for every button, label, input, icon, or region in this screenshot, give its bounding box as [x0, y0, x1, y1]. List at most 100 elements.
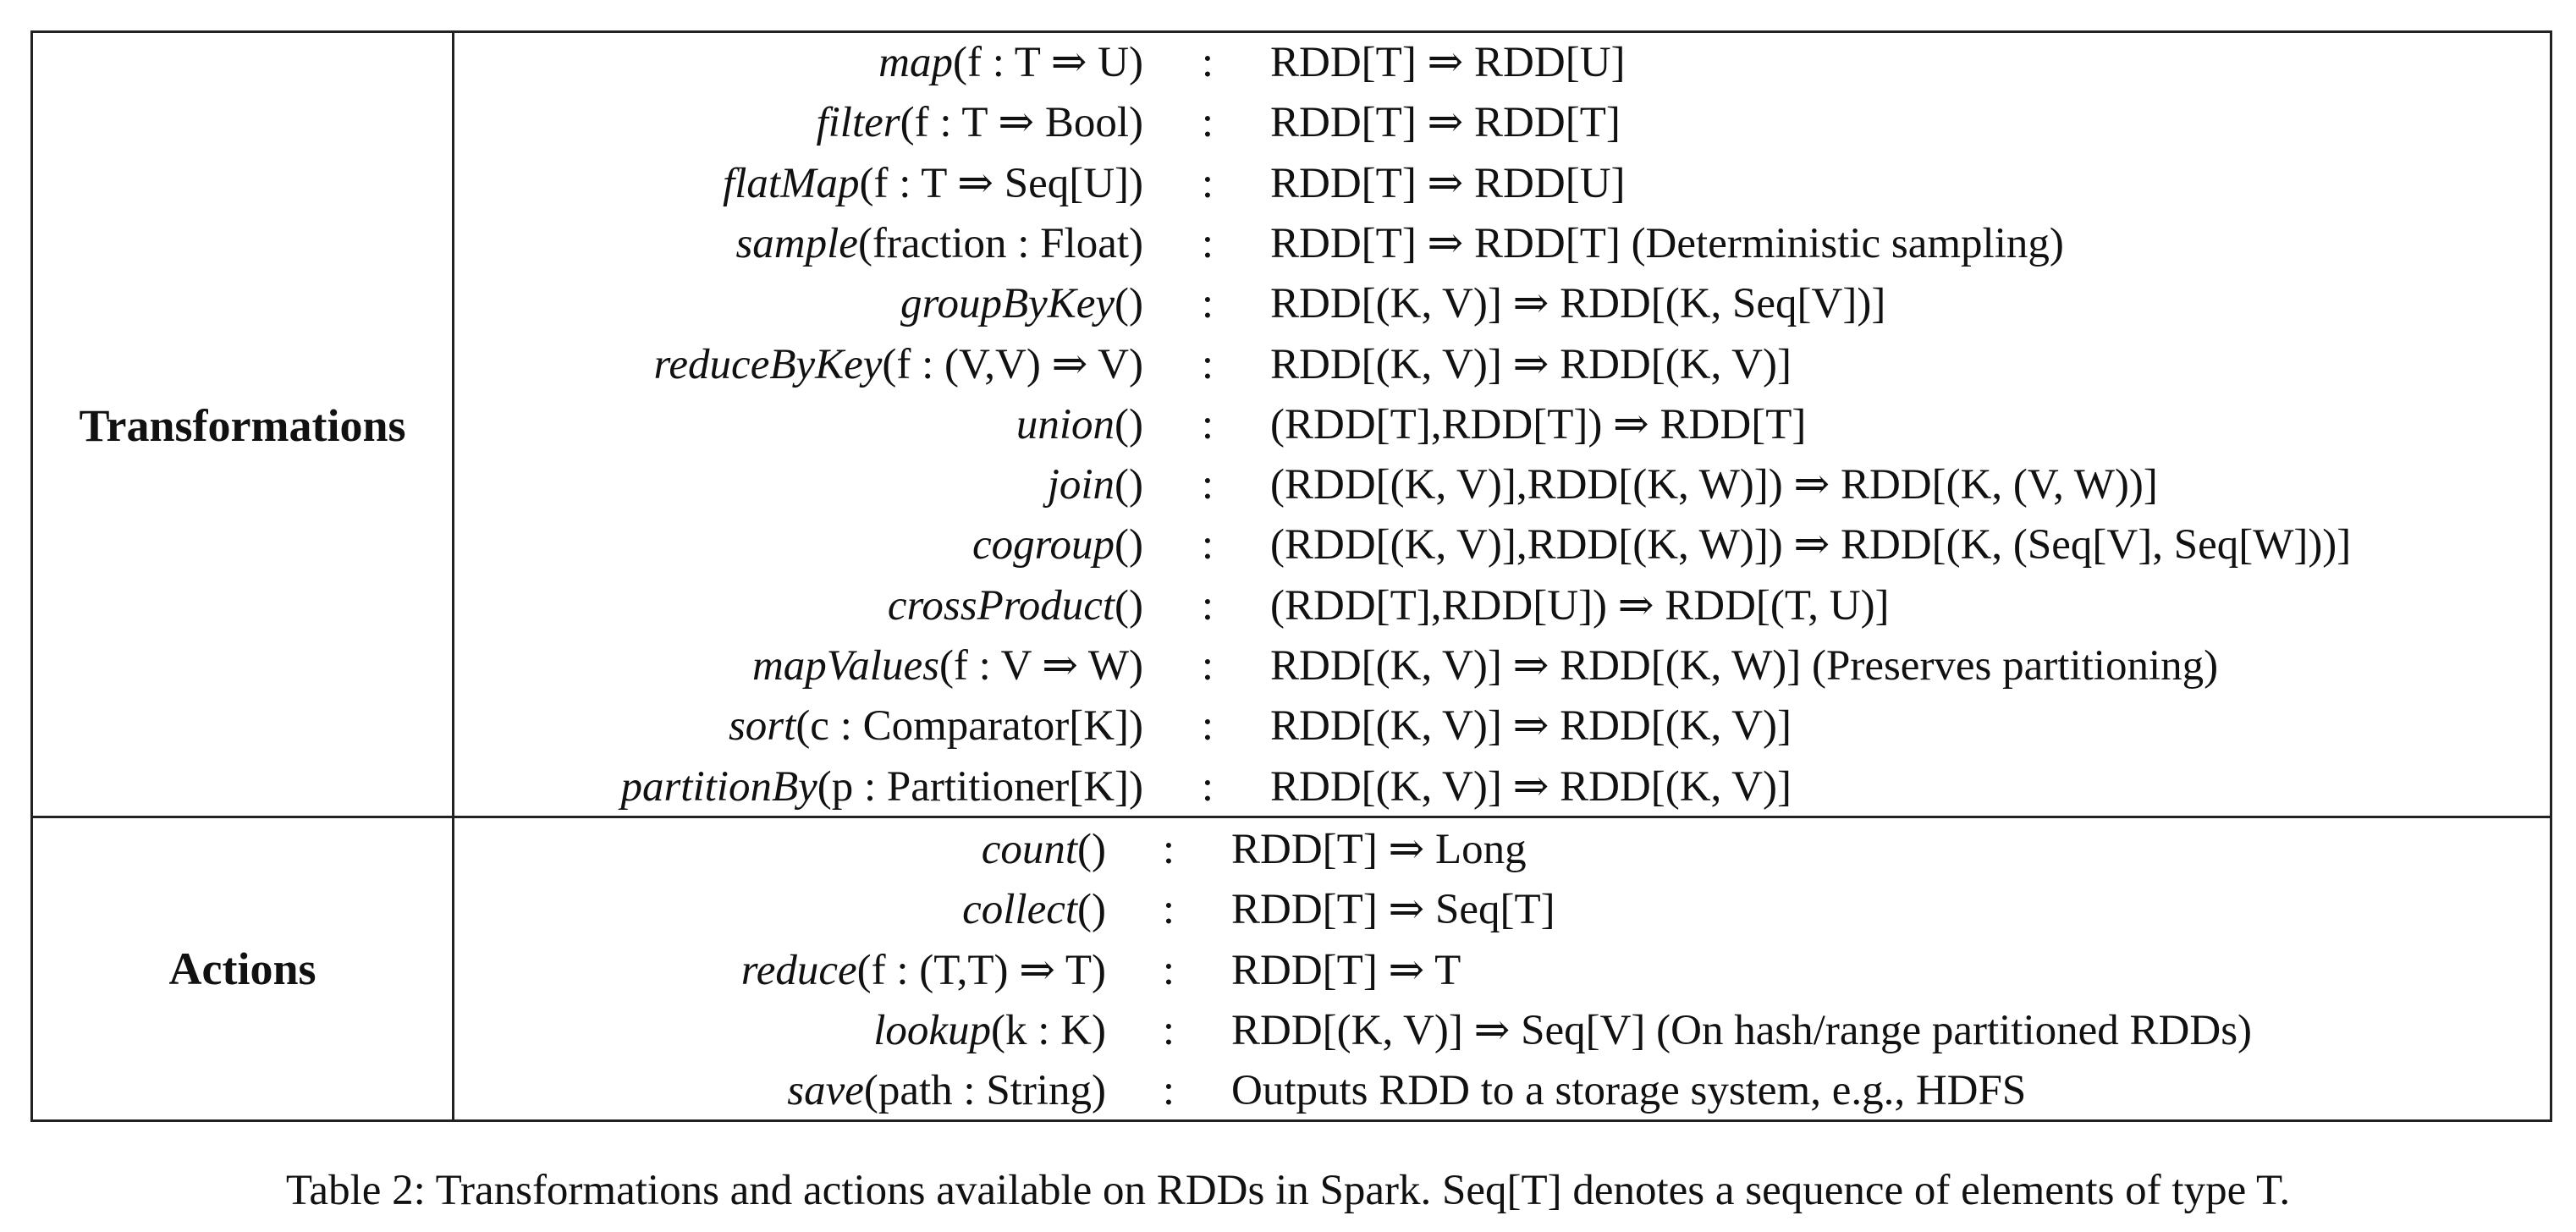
separator-colon: : [1201, 99, 1214, 147]
operation-name: join [1047, 461, 1115, 509]
table-row: join(): (RDD[(K, V)],RDD[(K, W)]) ⇒ RDD[(… [33, 455, 2550, 515]
transformations-section: Transformations map(f : T ⇒ U): RDD[T] ⇒ … [33, 33, 2550, 818]
operation-args: (path : String) [863, 1067, 1106, 1115]
operation-name: reduceByKey [653, 340, 883, 388]
separator-colon: : [1201, 702, 1214, 751]
type-signature: RDD[(K, V)] ⇒ RDD[(K, V)] [1270, 762, 1792, 811]
separator-colon: : [1162, 886, 1175, 934]
operation-args: (f : T ⇒ U) [953, 39, 1143, 86]
operation-cell: cogroup() [473, 515, 1143, 575]
operation-cell: collect() [473, 880, 1106, 940]
table-row: flatMap(f : T ⇒ Seq[U]):RDD[T] ⇒ RDD[U] [33, 154, 2550, 214]
separator-colon: : [1162, 946, 1175, 994]
table-row: cogroup(): (RDD[(K, V)],RDD[(K, W)]) ⇒ RD… [33, 515, 2550, 575]
operation-args: () [1077, 826, 1106, 873]
column-divider [452, 818, 454, 1119]
separator-colon: : [1201, 219, 1214, 267]
table-row: union():(RDD[T],RDD[T]) ⇒ RDD[T] [33, 395, 2550, 455]
operation-cell: reduceByKey(f : (V,V) ⇒ V) [473, 335, 1143, 395]
operation-args: () [1115, 280, 1143, 328]
operation-name: lookup [873, 1006, 992, 1054]
type-signature: RDD[(K, V)] ⇒ RDD[(K, Seq[V])] [1270, 280, 1886, 328]
operation-args: (fraction : Float) [857, 219, 1143, 267]
actions-label: Actions [168, 943, 316, 994]
table-row: count():RDD[T] ⇒ Long [33, 820, 2550, 880]
operation-name: map [878, 39, 953, 86]
separator-colon: : [1201, 461, 1214, 509]
operation-name: partitionBy [620, 762, 817, 811]
table-caption: Table 2: Transformations and actions ava… [285, 1167, 2291, 1214]
table-row: filter(f : T ⇒ Bool): RDD[T] ⇒ RDD[T] [33, 93, 2550, 153]
operation-name: reduce [740, 946, 857, 994]
operation-cell: join() [473, 455, 1143, 515]
operation-args: (k : K) [991, 1006, 1106, 1054]
operation-cell: crossProduct() [473, 576, 1143, 636]
operation-cell: save(path : String) [473, 1061, 1106, 1121]
operation-name: groupByKey [900, 280, 1115, 328]
operation-name: crossProduct [887, 581, 1115, 630]
operation-cell: partitionBy(p : Partitioner[K]) [473, 757, 1143, 817]
operation-cell: count() [473, 820, 1106, 880]
operation-args: () [1115, 400, 1143, 448]
operation-args: () [1077, 886, 1106, 934]
operation-cell: union() [473, 395, 1143, 455]
operation-args: (f : T ⇒ Bool) [900, 99, 1143, 147]
operation-args: (f : (T,T) ⇒ T) [856, 946, 1106, 994]
operation-cell: groupByKey() [473, 274, 1143, 334]
transformations-label: Transformations [79, 400, 406, 451]
type-signature: RDD[T] ⇒ RDD[T] [1270, 99, 1621, 147]
type-signature: RDD[T] ⇒ RDD[U] [1270, 39, 1626, 86]
operation-name: sample [735, 219, 858, 267]
type-signature: (RDD[(K, V)],RDD[(K, W)]) ⇒ RDD[(K, (Seq… [1270, 521, 2352, 569]
operation-args: (c : Comparator[K]) [795, 702, 1143, 751]
operation-args: (f : (V,V) ⇒ V) [882, 340, 1143, 388]
operation-cell: flatMap(f : T ⇒ Seq[U]) [473, 154, 1143, 214]
type-signature: RDD[T] ⇒ RDD[U] [1270, 159, 1626, 207]
type-signature: (RDD[T],RDD[U]) ⇒ RDD[(T, U)] [1270, 581, 1890, 630]
separator-colon: : [1162, 826, 1175, 873]
operation-name: save [787, 1067, 864, 1115]
separator-colon: : [1201, 521, 1214, 569]
separator-colon: : [1162, 1067, 1175, 1115]
operation-name: cogroup [972, 521, 1115, 569]
table-row: sort(c : Comparator[K]): RDD[(K, V)] ⇒ RD… [33, 696, 2550, 756]
type-signature: RDD[T] ⇒ T [1231, 946, 1461, 994]
table-row: crossProduct(): (RDD[T],RDD[U]) ⇒ RDD[(T,… [33, 576, 2550, 636]
type-signature: RDD[T] ⇒ RDD[T] (Deterministic sampling) [1270, 219, 2064, 267]
operation-cell: sample(fraction : Float) [473, 214, 1143, 274]
operation-name: mapValues [751, 642, 939, 690]
table-row: mapValues(f : V ⇒ W): RDD[(K, V)] ⇒ RDD[(… [33, 636, 2550, 696]
table-row: reduceByKey(f : (V,V) ⇒ V): RDD[(K, V)] ⇒… [33, 335, 2550, 395]
separator-colon: : [1201, 340, 1214, 388]
separator-colon: : [1162, 1006, 1175, 1054]
separator-colon: : [1201, 581, 1214, 630]
rdd-operations-table: Transformations map(f : T ⇒ U): RDD[T] ⇒ … [30, 30, 2552, 1122]
table-row: sample(fraction : Float): RDD[T] ⇒ RDD[T]… [33, 214, 2550, 274]
operation-cell: reduce(f : (T,T) ⇒ T) [473, 941, 1106, 1001]
operation-args: () [1115, 461, 1143, 509]
operation-cell: sort(c : Comparator[K]) [473, 696, 1143, 756]
separator-colon: : [1201, 280, 1214, 328]
table-row: reduce(f : (T,T) ⇒ T): RDD[T] ⇒ T [33, 941, 2550, 1001]
operation-args: (f : T ⇒ Seq[U]) [859, 159, 1143, 207]
table-row: save(path : String): Outputs RDD to a sto… [33, 1061, 2550, 1121]
type-signature: Outputs RDD to a storage system, e.g., H… [1231, 1067, 2027, 1115]
table-row: map(f : T ⇒ U): RDD[T] ⇒ RDD[U] [33, 33, 2550, 93]
table-row: partitionBy(p : Partitioner[K]): RDD[(K, … [33, 757, 2550, 817]
operation-args: (f : V ⇒ W) [938, 642, 1143, 690]
type-signature: RDD[(K, V)] ⇒ RDD[(K, V)] [1270, 340, 1792, 388]
operation-args: () [1115, 521, 1143, 569]
type-signature: (RDD[(K, V)],RDD[(K, W)]) ⇒ RDD[(K, (V, … [1270, 461, 2158, 509]
separator-colon: : [1201, 762, 1214, 811]
operation-args: () [1115, 581, 1143, 630]
operation-cell: filter(f : T ⇒ Bool) [473, 93, 1143, 153]
operation-name: flatMap [723, 159, 860, 207]
operation-args: (p : Partitioner[K]) [817, 762, 1143, 811]
separator-colon: : [1201, 39, 1214, 86]
separator-colon: : [1201, 400, 1214, 448]
separator-colon: : [1201, 642, 1214, 690]
type-signature: RDD[(K, V)] ⇒ RDD[(K, V)] [1270, 702, 1792, 751]
operation-cell: lookup(k : K) [473, 1001, 1106, 1061]
type-signature: RDD[(K, V)] ⇒ RDD[(K, W)] (Preserves par… [1270, 642, 2219, 690]
